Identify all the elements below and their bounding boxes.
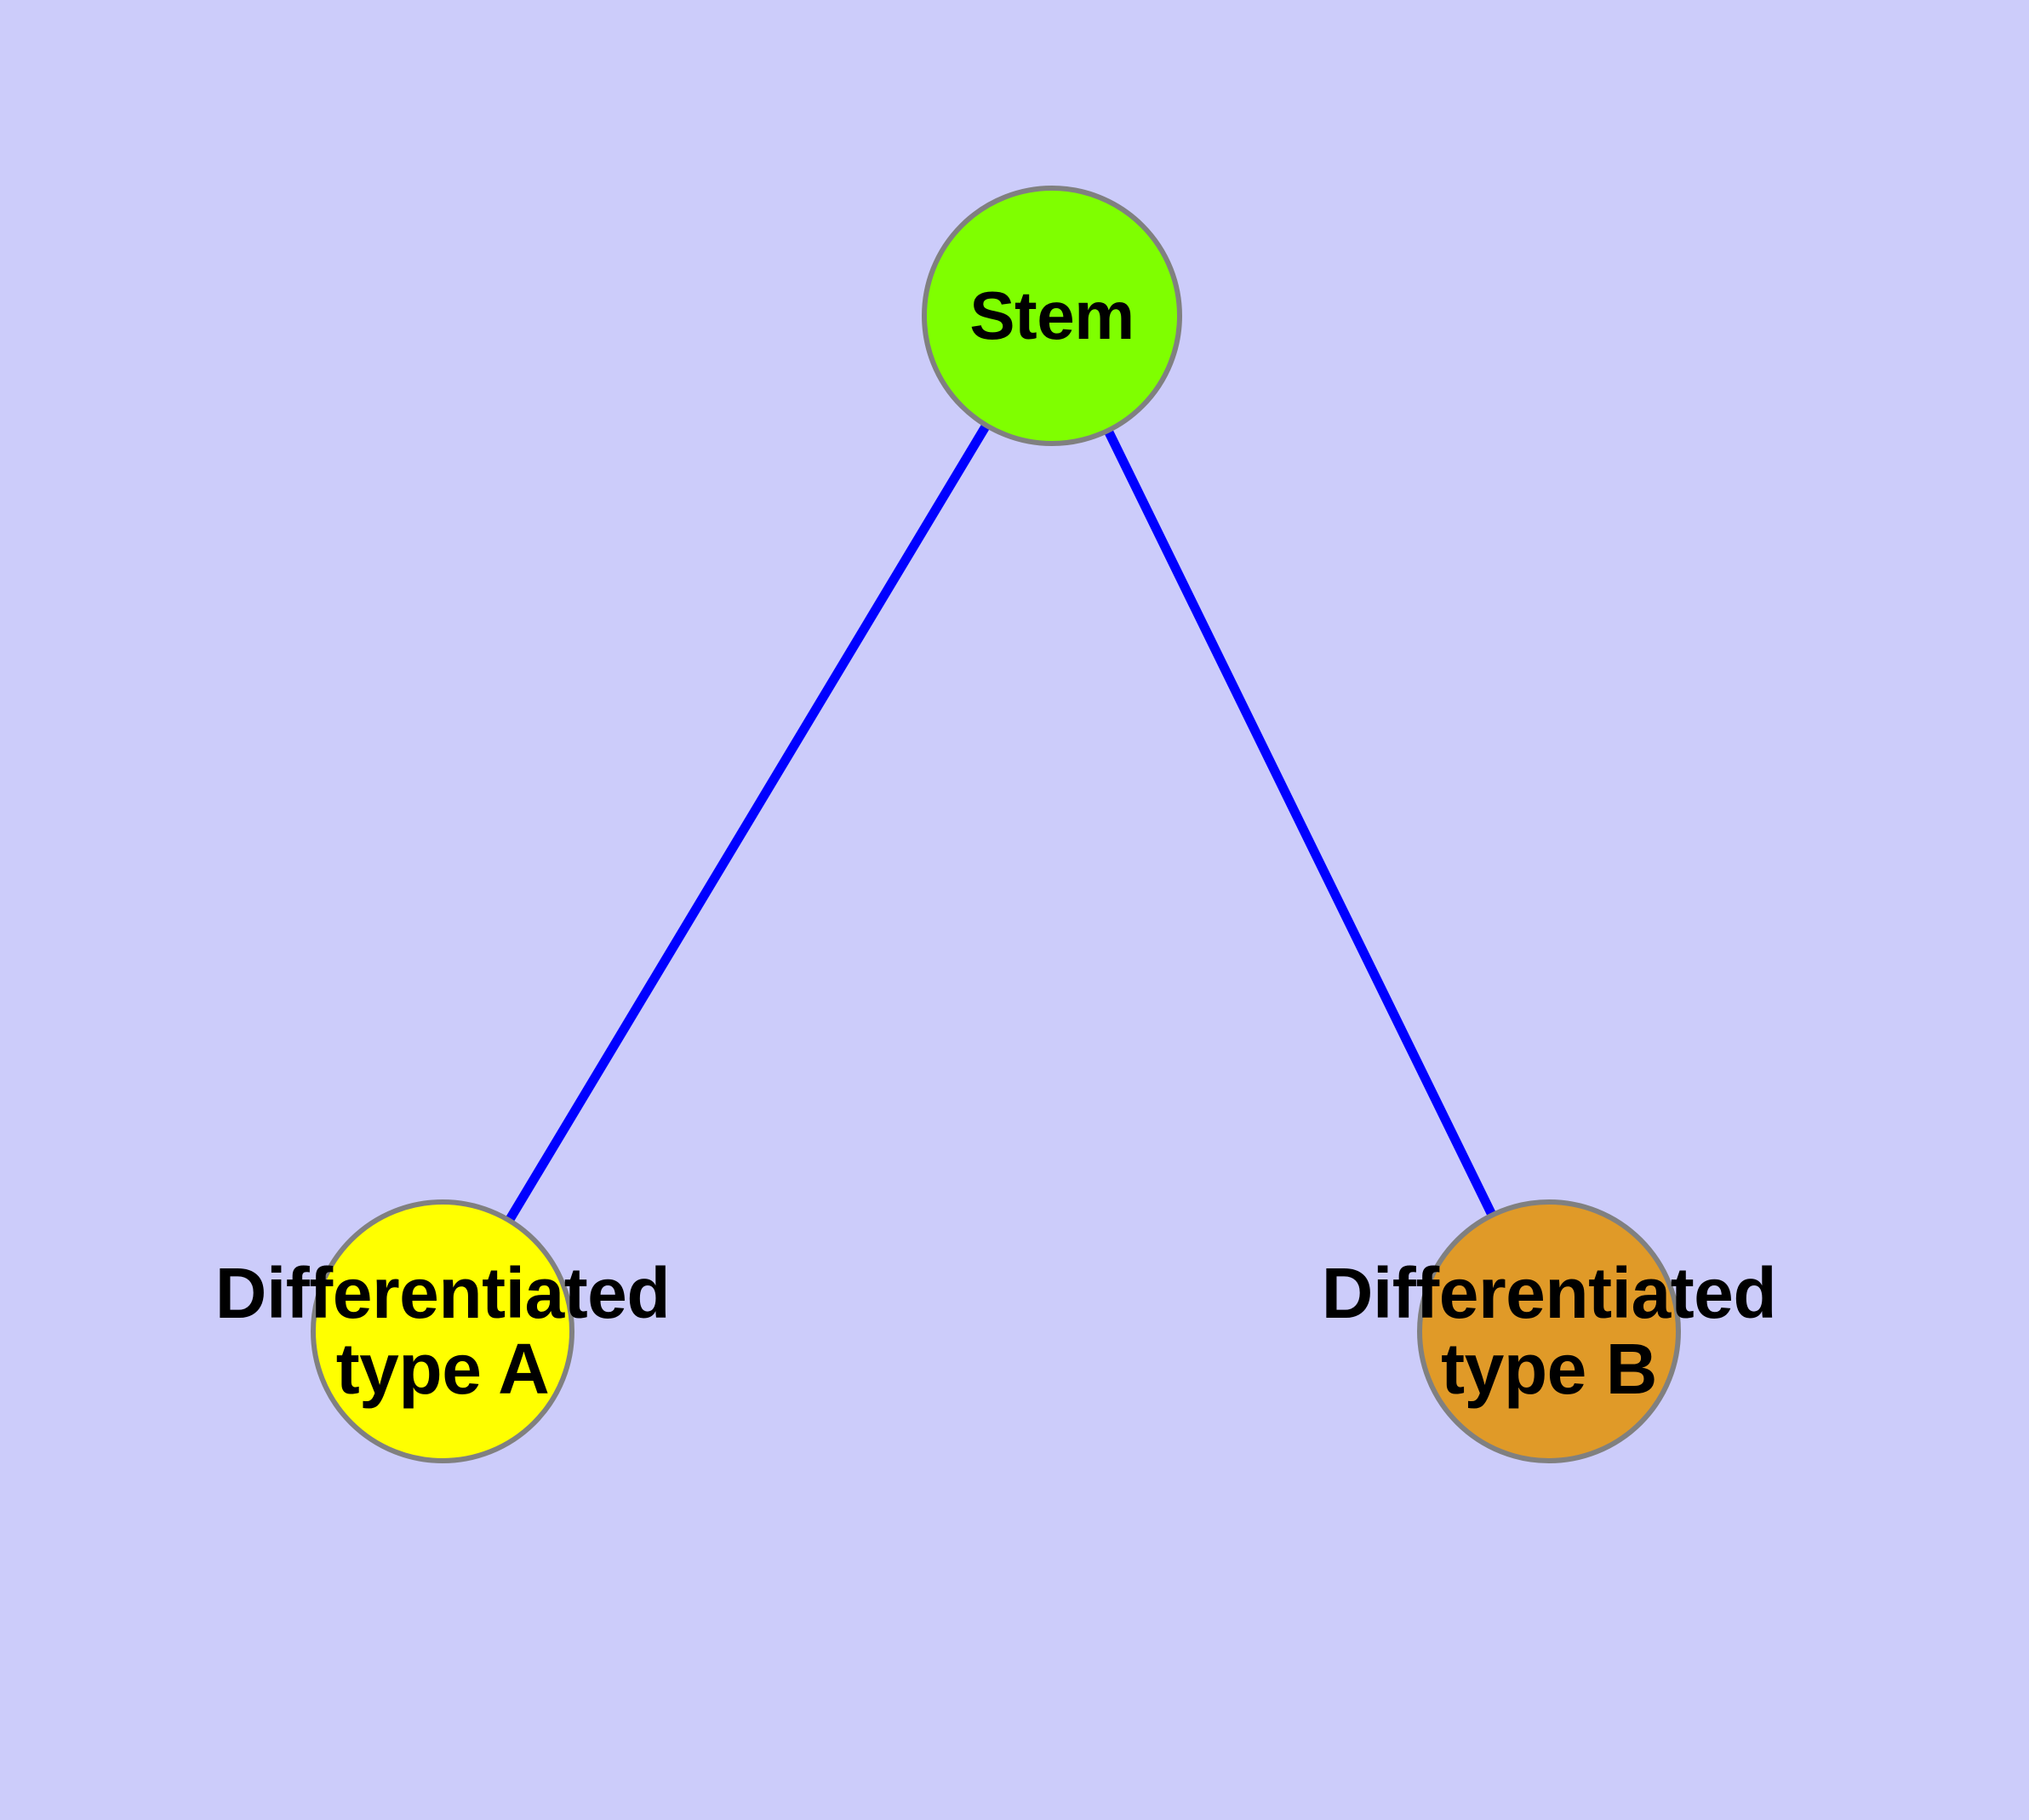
edge-layer [503,421,1498,1226]
edge-stem-to-diff-b[interactable] [1102,426,1498,1220]
node-stem[interactable] [922,186,1182,446]
node-layer [311,186,1681,1463]
edge-stem-to-diff-a[interactable] [503,421,992,1226]
node-diff-b[interactable] [1417,1199,1681,1463]
node-diff-a[interactable] [311,1199,574,1463]
